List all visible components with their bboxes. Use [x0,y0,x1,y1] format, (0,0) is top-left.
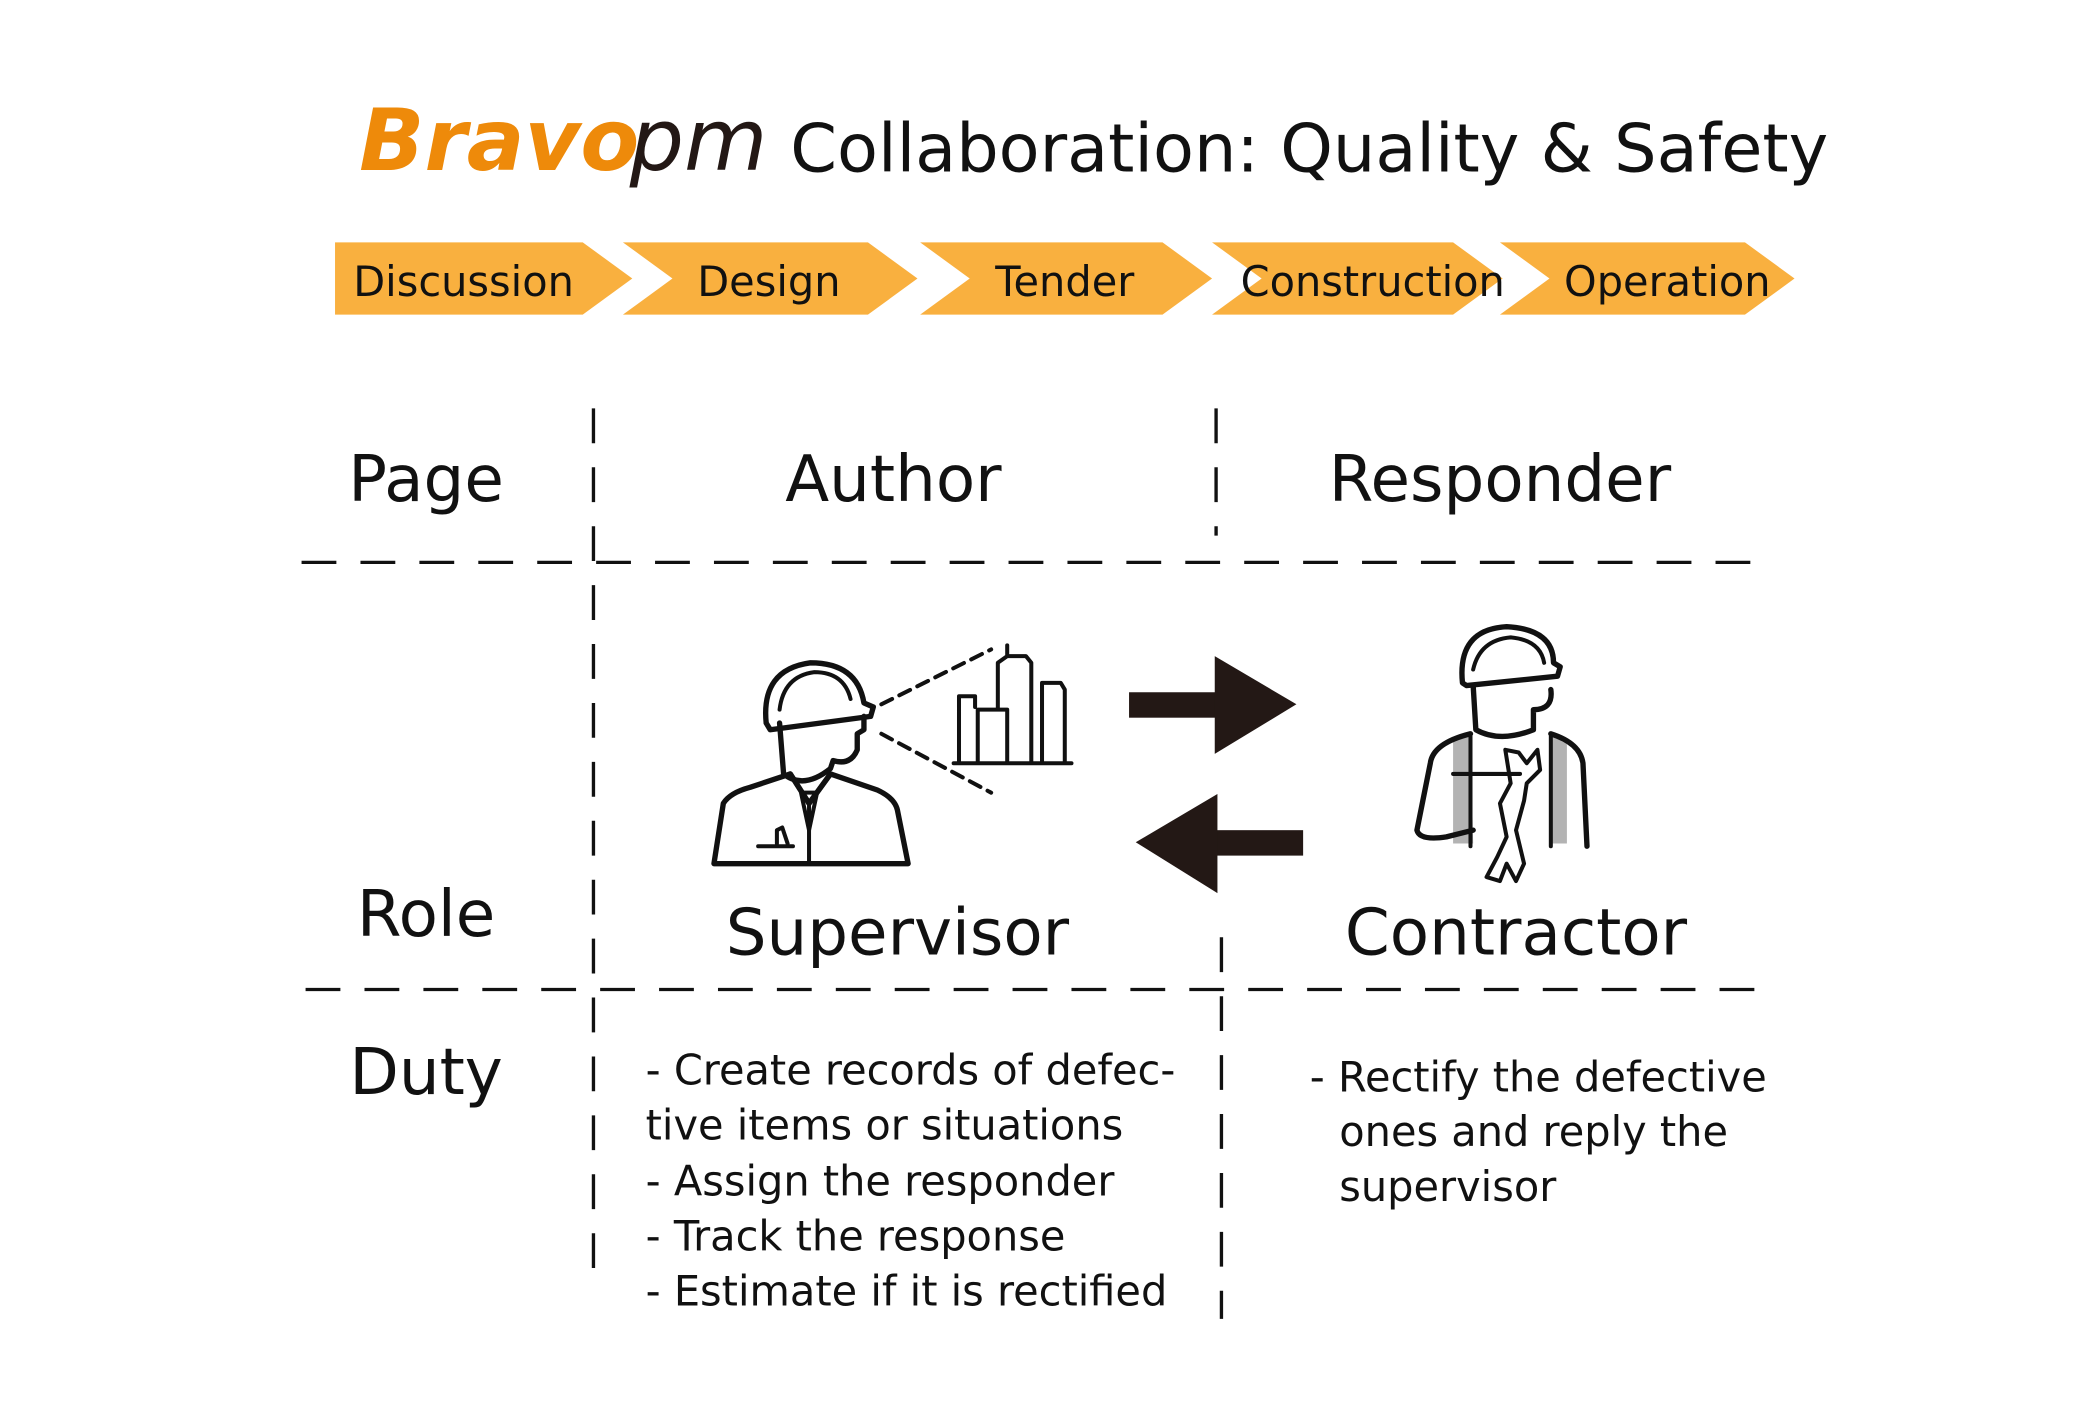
duty-line: - Estimate if it is rectified [646,1267,1168,1316]
phase-label: Discussion [353,257,574,306]
duty-line: tive items or situations [646,1100,1124,1149]
title: Bravo pm Collaboration: Quality & Safety [359,91,1828,191]
duty-line: - Create records of defec- [646,1046,1176,1095]
responder-duties: - Rectify the defective ones and reply t… [1310,1052,1767,1211]
duty-line: - Assign the responder [646,1157,1116,1206]
header-responder: Responder [1329,442,1672,517]
duty-line: - Track the response [646,1212,1066,1261]
phase-label: Tender [994,257,1135,306]
page-title: Collaboration: Quality & Safety [790,109,1828,187]
contractor-icon [1414,623,1590,884]
row-label-duty: Duty [349,1035,502,1110]
chevron-design [622,242,918,315]
phase-label: Design [697,257,840,306]
header-page: Page [348,442,504,517]
author-duties: - Create records of defec- tive items or… [646,1046,1176,1316]
role-supervisor: Supervisor [726,896,1070,971]
phase-label: Operation [1564,257,1771,306]
arrow-right-icon [1129,656,1297,754]
role-contractor: Contractor [1345,896,1688,971]
phase-chevrons: Discussion Design Tender Construction Op… [335,242,1795,315]
duty-line: - Rectify the defective [1310,1052,1767,1101]
brand-logo-pm: pm [629,91,768,191]
duty-line: ones and reply the [1339,1107,1728,1156]
duty-line: supervisor [1339,1162,1557,1211]
header-author: Author [785,442,1002,517]
phase-label: Construction [1241,257,1505,306]
chevron-operation [1499,242,1795,315]
grid-lines [301,408,1775,1319]
supervisor-icon [711,643,1074,867]
chevron-tender [920,242,1213,315]
row-label-role: Role [357,877,495,952]
arrow-left-icon [1135,794,1304,894]
brand-logo-bravo: Bravo [359,91,639,191]
chevron-discussion [335,242,633,315]
chevron-construction [1212,242,1503,315]
